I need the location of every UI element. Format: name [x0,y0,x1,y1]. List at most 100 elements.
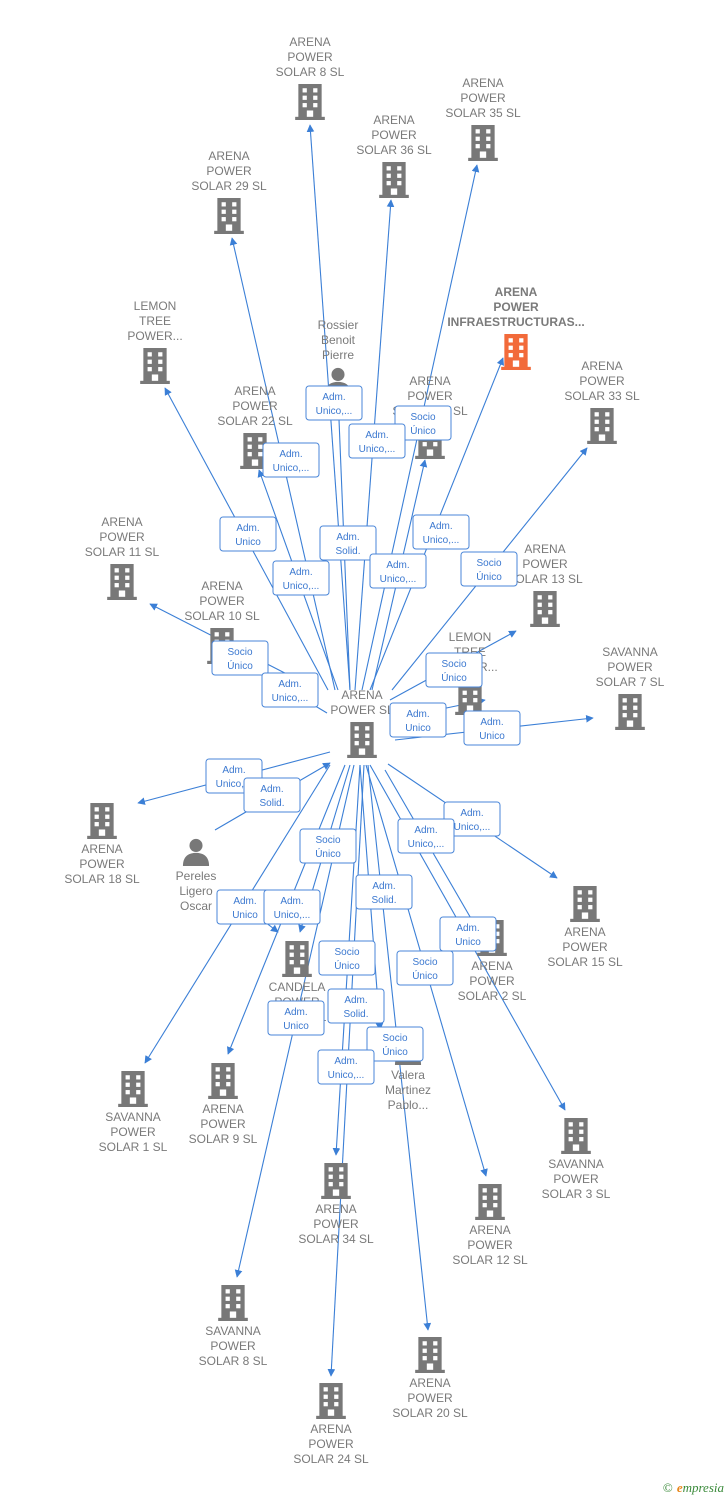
relation-label-r1[interactable]: Adm.Unico,... [305,385,363,421]
brand-logo-e: e [676,1480,683,1495]
relation-label-r9[interactable]: Adm.Unico,... [272,560,330,596]
relation-box [394,405,452,441]
building-icon [570,886,600,922]
relation-label-r15[interactable]: Adm.Unico [463,710,521,746]
node-label-line: POWER SL [330,703,394,717]
node-label-line: ARENA [289,35,330,49]
relation-box [327,988,385,1024]
node-label-line: Benoit [321,333,356,347]
relation-text: Adm. [334,1056,357,1067]
node-label-line: SOLAR 11 SL [85,545,160,559]
node-label-line: SAVANNA [548,1157,604,1171]
node-label-line: SOLAR 18 SL [64,872,140,886]
node-label-line: POWER [460,91,506,105]
relation-label-r19[interactable]: Adm.Unico,... [397,818,455,854]
relation-box [272,560,330,596]
node-label-line: ARENA [409,374,450,388]
relation-text: Unico [479,731,505,742]
relation-label-r23[interactable]: Adm.Solid. [355,874,413,910]
node-label-line: POWER [308,1437,354,1451]
relation-box [439,916,497,952]
company-node-lemon1[interactable]: LEMONTREEPOWER... [127,299,183,384]
node-label-line: POWER [200,1117,246,1131]
node-label-line: POWER [493,300,539,314]
node-label-line: POWER [199,594,245,608]
relation-label-r12[interactable]: Adm.Unico,... [261,672,319,708]
node-label-line: SAVANNA [602,645,658,659]
company-node-infra[interactable]: ARENAPOWERINFRAESTRUCTURAS... [447,285,585,370]
relation-text: Adm. [278,679,301,690]
relation-label-r24[interactable]: Adm.Unico [439,916,497,952]
node-label-line: POWER [467,1238,513,1252]
building-icon [118,1071,148,1107]
node-label-line: Oscar [180,899,212,913]
node-label-line: POWER [206,164,252,178]
node-label-line: ARENA [234,384,275,398]
relation-label-r30[interactable]: Adm.Unico,... [317,1049,375,1085]
node-label-line: TREE [139,314,171,328]
node-label-line: ARENA [469,1223,510,1237]
node-label-line: POWER... [127,329,182,343]
relation-text: Unico,... [359,444,396,455]
relation-box [263,889,321,925]
building-icon [282,941,312,977]
relation-label-r7[interactable]: Adm.Unico,... [412,514,470,550]
relation-label-r6[interactable]: Adm.Solid. [319,525,377,561]
relation-label-r4[interactable]: Adm.Unico,... [348,423,406,459]
relation-text: Unico,... [273,463,310,474]
building-icon [530,591,560,627]
relation-label-r10[interactable]: Adm.Unico,... [369,553,427,589]
node-label-line: Rossier [318,318,359,332]
node-label-line: POWER [110,1125,156,1139]
relation-label-r22[interactable]: Adm.Unico,... [263,889,321,925]
relation-label-r5[interactable]: Adm.Unico [219,516,277,552]
node-label-line: ARENA [409,1376,450,1390]
person-node-valera[interactable]: ValeraMartinezPablo... [385,1037,431,1112]
relation-text: Unico [405,723,431,734]
relation-label-r28[interactable]: Adm.Solid. [327,988,385,1024]
node-label-line: ARENA [471,959,512,973]
relation-label-r17[interactable]: Adm.Solid. [243,777,301,813]
node-label-line: ARENA [495,285,538,299]
relation-label-r2[interactable]: Adm.Unico,... [262,442,320,478]
node-label-line: SOLAR 15 SL [547,955,623,969]
relation-text: Adm. [233,896,256,907]
relation-label-r27[interactable]: Adm.Unico [267,1000,325,1036]
relation-text: Único [476,570,502,583]
relation-label-r14[interactable]: Adm.Unico [389,702,447,738]
node-label-line: Pablo... [388,1098,429,1112]
node-label-line: SOLAR 34 SL [298,1232,374,1246]
